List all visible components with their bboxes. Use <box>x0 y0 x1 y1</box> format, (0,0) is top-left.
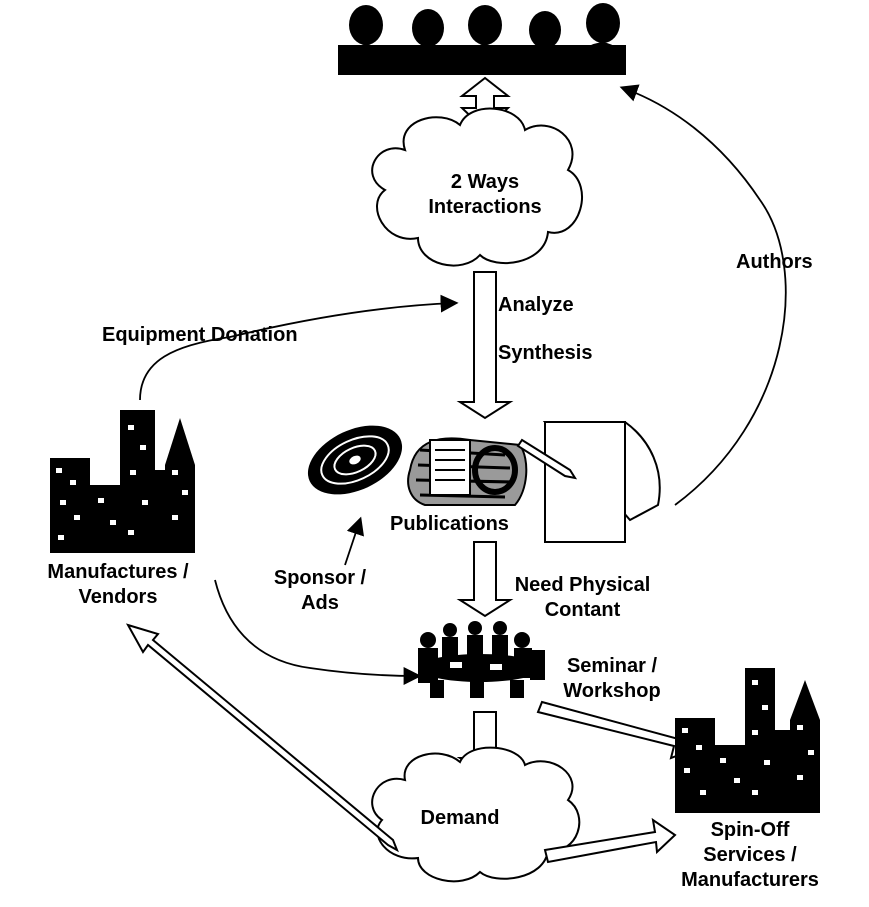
arrow-seminar-to-spinoff <box>536 700 699 760</box>
cloud-demand-label: Demand <box>420 807 500 829</box>
city-icon-spinoff <box>675 668 820 813</box>
seminar-line2: Workshop <box>563 680 661 702</box>
city-icon-manufacturers <box>50 410 195 553</box>
node-label-publications: Publications <box>390 513 509 535</box>
edge-label-analyze: Analyze <box>498 294 574 316</box>
edge-label-synthesis: Synthesis <box>498 342 593 364</box>
edge-label-sponsor: Sponsor / Ads <box>255 566 385 616</box>
arrow-need-physical-down <box>456 541 514 618</box>
manufacturers-line1: Manufactures / <box>47 561 189 583</box>
audience-silhouette-icon <box>338 3 626 75</box>
seminar-line1: Seminar / <box>566 655 658 677</box>
arrow-sponsor <box>344 516 364 566</box>
need-physical-line2: Contant <box>544 599 621 621</box>
edge-label-authors: Authors <box>736 251 813 273</box>
spinoff-line1: Spin-Off <box>710 819 790 841</box>
cloud-interactions-line1: 2 Ways <box>450 171 520 193</box>
sponsor-line2: Ads <box>301 592 339 614</box>
node-label-seminar: Seminar / Workshop <box>552 654 672 704</box>
arrow-authors <box>619 84 787 506</box>
spinoff-line3: Manufacturers <box>681 869 819 891</box>
need-physical-line1: Need Physical <box>514 574 651 596</box>
meeting-icon <box>418 621 545 698</box>
cloud-icon <box>371 107 583 267</box>
node-label-spinoff: Spin-Off Services / Manufacturers <box>660 818 840 893</box>
notepad-icon <box>516 421 661 543</box>
arrow-vendors-to-seminar <box>214 579 422 685</box>
disc-icon <box>307 425 403 495</box>
node-label-manufacturers: Manufactures / Vendors <box>28 560 208 610</box>
arrow-demand-to-vendors <box>125 623 399 853</box>
newspaper-icon <box>407 437 528 506</box>
cloud-interactions-label: 2 Ways Interactions <box>405 170 565 220</box>
arrow-equipment-donation <box>139 294 459 401</box>
arrow-analyze-down <box>456 271 514 420</box>
edge-label-equipment-donation: Equipment Donation <box>102 324 298 346</box>
sponsor-line1: Sponsor / <box>273 567 367 589</box>
edge-label-need-physical: Need Physical Contant <box>495 573 670 623</box>
spinoff-line2: Services / <box>703 844 797 866</box>
cloud-interactions-line2: Interactions <box>428 196 542 218</box>
manufacturers-line2: Vendors <box>78 586 158 608</box>
arrow-demand-to-spinoff <box>543 817 677 864</box>
